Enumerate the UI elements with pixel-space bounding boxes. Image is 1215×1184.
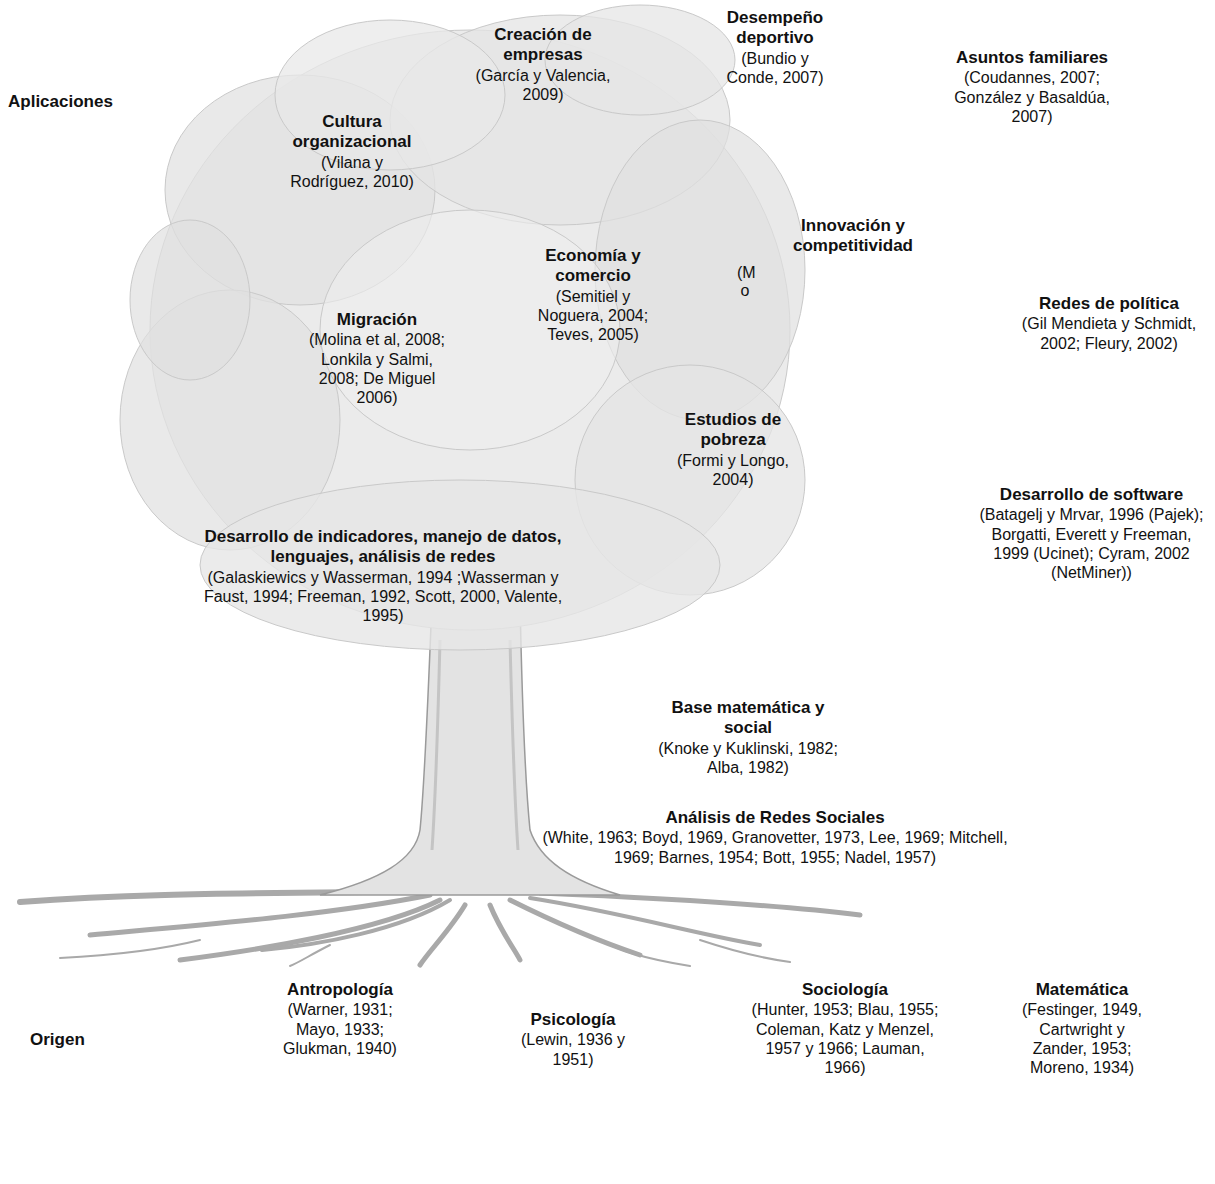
- citation-label: (Knoke y Kuklinski, 1982; Alba, 1982): [653, 739, 843, 777]
- heading-label: Matemática: [1012, 980, 1152, 1000]
- heading-label: Redes de política: [1009, 294, 1209, 314]
- citation-label: (García y Valencia, 2009): [453, 66, 633, 104]
- label-group: Sociología(Hunter, 1953; Blau, 1955; Col…: [745, 980, 945, 1077]
- heading-label: Estudios de pobreza: [673, 410, 793, 451]
- label-group: Origen: [30, 1030, 130, 1050]
- heading-label: Origen: [30, 1030, 130, 1050]
- trunk-shading: [510, 640, 518, 850]
- label-group: Migración(Molina et al, 2008; Lonkila y …: [302, 310, 452, 407]
- heading-label: Desarrollo de indicadores, manejo de dat…: [196, 527, 571, 568]
- label-group: Innovación y competitividad: [753, 216, 953, 257]
- label-group: Creación de empresas(García y Valencia, …: [453, 25, 633, 104]
- citation-label: (Lewin, 1936 y 1951): [503, 1030, 643, 1068]
- heading-label: Psicología: [503, 1010, 643, 1030]
- label-group: Cultura organizacional(Vilana y Rodrígue…: [287, 112, 417, 191]
- label-group: Asuntos familiares(Coudannes, 2007; Gonz…: [947, 48, 1117, 126]
- citation-label: (Semitiel y Noguera, 2004; Teves, 2005): [526, 287, 661, 345]
- citation-label: (Coudannes, 2007; González y Basaldúa, 2…: [947, 68, 1117, 126]
- label-group: Desempeño deportivo(Bundio y Conde, 2007…: [715, 8, 835, 87]
- citation-label: (Festinger, 1949, Cartwright y Zander, 1…: [1012, 1000, 1152, 1077]
- canopy: [120, 5, 805, 650]
- label-group: Redes de política(Gil Mendieta y Schmidt…: [1009, 294, 1209, 353]
- heading-label: Economía y comercio: [526, 246, 661, 287]
- citation-label: (Formi y Longo, 2004): [673, 451, 793, 489]
- heading-label: Sociología: [745, 980, 945, 1000]
- heading-label: Aplicaciones: [8, 92, 148, 112]
- citation-label: (Galaskiewics y Wasserman, 1994 ;Wasserm…: [196, 568, 571, 626]
- heading-label: Asuntos familiares: [947, 48, 1117, 68]
- citation-label: (Gil Mendieta y Schmidt, 2002; Fleury, 2…: [1009, 314, 1209, 352]
- label-group: Matemática(Festinger, 1949, Cartwright y…: [1012, 980, 1152, 1077]
- label-group: Desarrollo de indicadores, manejo de dat…: [196, 527, 571, 625]
- label-group: Antropología(Warner, 1931; Mayo, 1933; G…: [280, 980, 400, 1058]
- heading-label: Innovación y competitividad: [753, 216, 953, 257]
- citation-label: (Hunter, 1953; Blau, 1955; Coleman, Katz…: [745, 1000, 945, 1077]
- citation-label: (Vilana y Rodríguez, 2010): [287, 153, 417, 191]
- heading-label: Desarrollo de software: [974, 485, 1209, 505]
- citation-fragment: (Mo: [737, 264, 753, 299]
- label-group: Psicología(Lewin, 1936 y 1951): [503, 1010, 643, 1069]
- label-group: Desarrollo de software(Batagelj y Mrvar,…: [974, 485, 1209, 582]
- label-group: Análisis de Redes Sociales(White, 1963; …: [540, 808, 1010, 867]
- roots: [20, 890, 860, 966]
- heading-label: Creación de empresas: [453, 25, 633, 66]
- label-group: Estudios de pobreza(Formi y Longo, 2004): [673, 410, 793, 489]
- heading-label: Análisis de Redes Sociales: [540, 808, 1010, 828]
- trunk-shading: [432, 640, 440, 850]
- label-group: (Mo: [733, 264, 757, 299]
- citation-label: (White, 1963; Boyd, 1969, Granovetter, 1…: [540, 828, 1010, 866]
- citation-label: (Bundio y Conde, 2007): [715, 49, 835, 87]
- label-group: Economía y comercio(Semitiel y Noguera, …: [526, 246, 661, 344]
- citation-label: (Warner, 1931; Mayo, 1933; Glukman, 1940…: [280, 1000, 400, 1058]
- citation-label: (Batagelj y Mrvar, 1996 (Pajek); Borgatt…: [974, 505, 1209, 582]
- label-group: Aplicaciones: [8, 92, 148, 112]
- heading-label: Antropología: [280, 980, 400, 1000]
- heading-label: Base matemática y social: [653, 698, 843, 739]
- label-group: Base matemática y social(Knoke y Kuklins…: [653, 698, 843, 777]
- heading-label: Migración: [302, 310, 452, 330]
- heading-label: Desempeño deportivo: [715, 8, 835, 49]
- heading-label: Cultura organizacional: [287, 112, 417, 153]
- citation-label: (Molina et al, 2008; Lonkila y Salmi, 20…: [302, 330, 452, 407]
